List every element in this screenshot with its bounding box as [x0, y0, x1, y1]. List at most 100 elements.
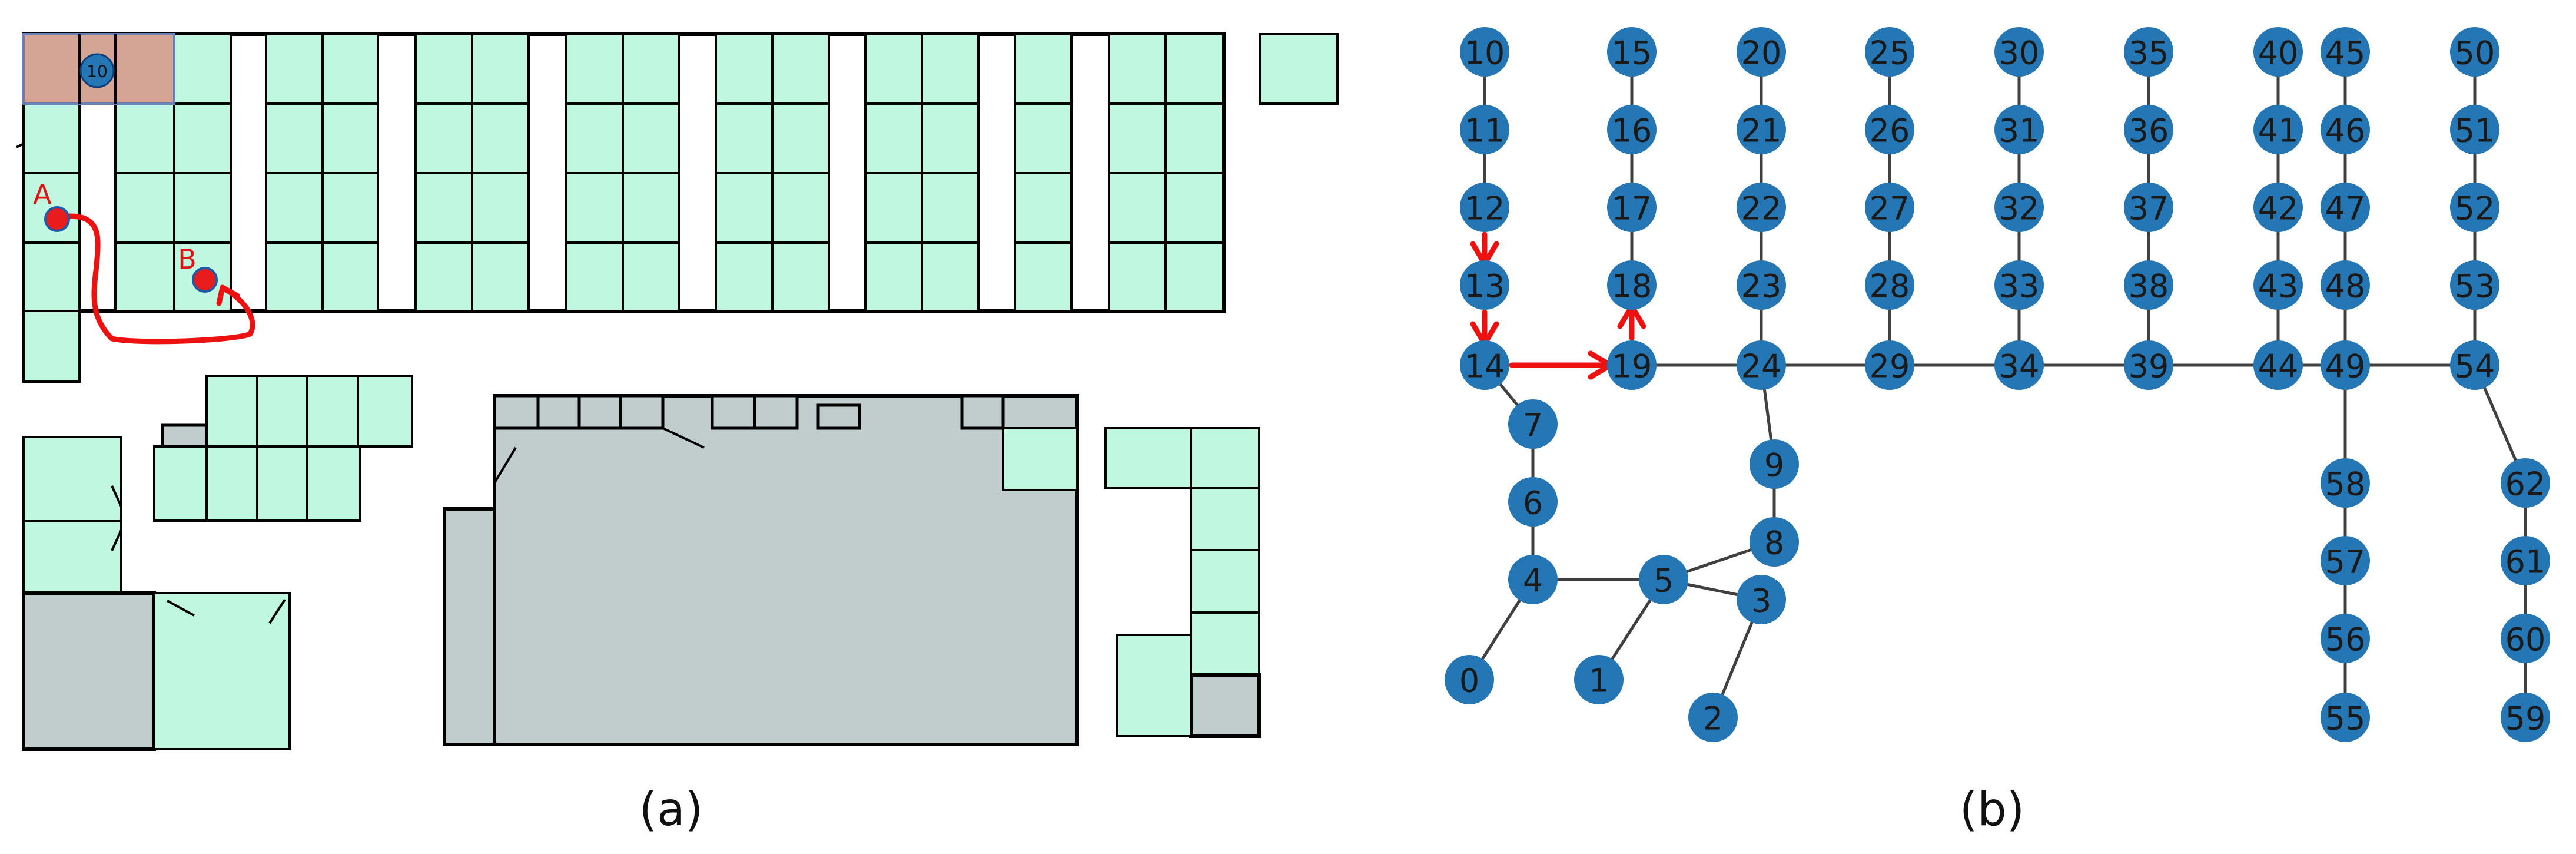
graph-node-label-36: 36	[2129, 112, 2169, 150]
graph-node-label-38: 38	[2129, 268, 2169, 305]
graph-node-31	[1994, 105, 2044, 154]
room-cluster-middle-left	[153, 375, 413, 522]
graph-node-4	[1508, 555, 1558, 604]
graph-node-label-44: 44	[2258, 348, 2299, 385]
room-pair-blocks	[265, 33, 1224, 312]
graph-node-label-25: 25	[1870, 35, 1910, 72]
graph-node-30	[1994, 27, 2044, 77]
graph-node-27	[1865, 183, 1914, 232]
graph-node-61	[2501, 536, 2550, 585]
room-cell	[1108, 33, 1167, 105]
room-cell	[471, 33, 530, 105]
graph-node-label-6: 6	[1523, 485, 1543, 522]
room-cell	[715, 241, 774, 312]
graph-node-label-51: 51	[2455, 112, 2495, 150]
graph-node-5	[1639, 555, 1688, 604]
room-cell	[622, 172, 680, 244]
room-cell	[414, 33, 473, 105]
graph-node-label-45: 45	[2325, 35, 2366, 72]
graph-node-44	[2253, 340, 2303, 390]
room-block-bottom-left	[22, 436, 291, 751]
room-cell	[1108, 241, 1167, 312]
graph-node-8	[1750, 517, 1799, 567]
room-cell	[622, 102, 680, 174]
graph-node-20	[1737, 27, 1786, 77]
graph-node-label-59: 59	[2505, 700, 2546, 737]
graph-node-label-0: 0	[1459, 663, 1479, 700]
graph-node-label-21: 21	[1741, 112, 1782, 150]
room-cell	[265, 241, 324, 312]
graph-node-label-39: 39	[2129, 348, 2169, 385]
room-cell	[414, 172, 473, 244]
graph-node-label-54: 54	[2455, 348, 2495, 385]
room-cell	[622, 241, 680, 312]
graph-node-46	[2321, 105, 2370, 154]
room-cell	[321, 172, 379, 244]
graph-node-24	[1737, 340, 1786, 390]
graph-node-54	[2450, 340, 2499, 390]
room-cell	[414, 241, 473, 312]
route-arrow-19-18	[1617, 303, 1646, 341]
graph-node-label-40: 40	[2258, 35, 2299, 72]
room-cell	[471, 102, 530, 174]
graph-node-22	[1737, 183, 1786, 232]
graph-node-label-19: 19	[1612, 348, 1652, 385]
room-cell	[864, 102, 923, 174]
route-arrow-14-19	[1509, 350, 1614, 380]
graph-node-label-22: 22	[1741, 190, 1782, 227]
graph-node-label-35: 35	[2129, 35, 2169, 72]
route-arrow-12-13	[1470, 231, 1499, 267]
graph-node-50	[2450, 27, 2499, 77]
graph-node-57	[2321, 536, 2370, 585]
graph-node-17	[1607, 183, 1657, 232]
graph-node-43	[2253, 260, 2303, 310]
graph-node-47	[2321, 183, 2370, 232]
main-hall	[443, 394, 1079, 746]
graph-node-39	[2124, 340, 2173, 390]
graph-node-label-7: 7	[1523, 407, 1543, 444]
graph-node-label-18: 18	[1612, 268, 1652, 305]
graph-node-9	[1750, 439, 1799, 489]
graph-node-29	[1865, 340, 1914, 390]
graph-node-label-30: 30	[1999, 35, 2040, 72]
graph-node-label-56: 56	[2325, 621, 2366, 658]
room-cell	[414, 102, 473, 174]
standalone-room	[1259, 33, 1339, 105]
graph-node-label-4: 4	[1523, 562, 1543, 600]
room-cell	[1014, 172, 1073, 244]
graph-node-label-20: 20	[1741, 35, 1782, 72]
room-cell	[265, 102, 324, 174]
graph-node-0	[1445, 655, 1494, 704]
graph-node-label-61: 61	[2505, 544, 2546, 581]
room-cell	[715, 102, 774, 174]
room-cell	[864, 33, 923, 105]
graph-node-34	[1994, 340, 2044, 390]
graph-node-18	[1607, 260, 1657, 310]
graph-node-23	[1737, 260, 1786, 310]
graph-node-label-13: 13	[1465, 268, 1505, 305]
graph-node-label-48: 48	[2325, 268, 2366, 305]
room-cell	[771, 172, 830, 244]
graph-node-label-8: 8	[1764, 525, 1784, 562]
graph-node-label-60: 60	[2505, 621, 2546, 658]
graph-node-19	[1607, 340, 1657, 390]
caption-a: (a)	[639, 783, 703, 836]
graph-node-label-29: 29	[1870, 348, 1910, 385]
floorplan-route-arrowhead	[216, 284, 240, 306]
graph-node-label-41: 41	[2258, 112, 2299, 150]
graph-node-label-46: 46	[2325, 112, 2366, 150]
room-cell	[864, 172, 923, 244]
graph-node-label-11: 11	[1465, 112, 1505, 150]
room-cell	[265, 33, 324, 105]
graph-node-label-42: 42	[2258, 190, 2299, 227]
graph-node-label-28: 28	[1870, 268, 1910, 305]
graph-node-label-2: 2	[1703, 700, 1723, 737]
graph-node-60	[2501, 614, 2550, 663]
graph-node-33	[1994, 260, 2044, 310]
floorplan-route	[51, 213, 255, 345]
room-cell	[771, 241, 830, 312]
room-cell	[321, 33, 379, 105]
highlight-node-label: 10	[87, 62, 108, 81]
